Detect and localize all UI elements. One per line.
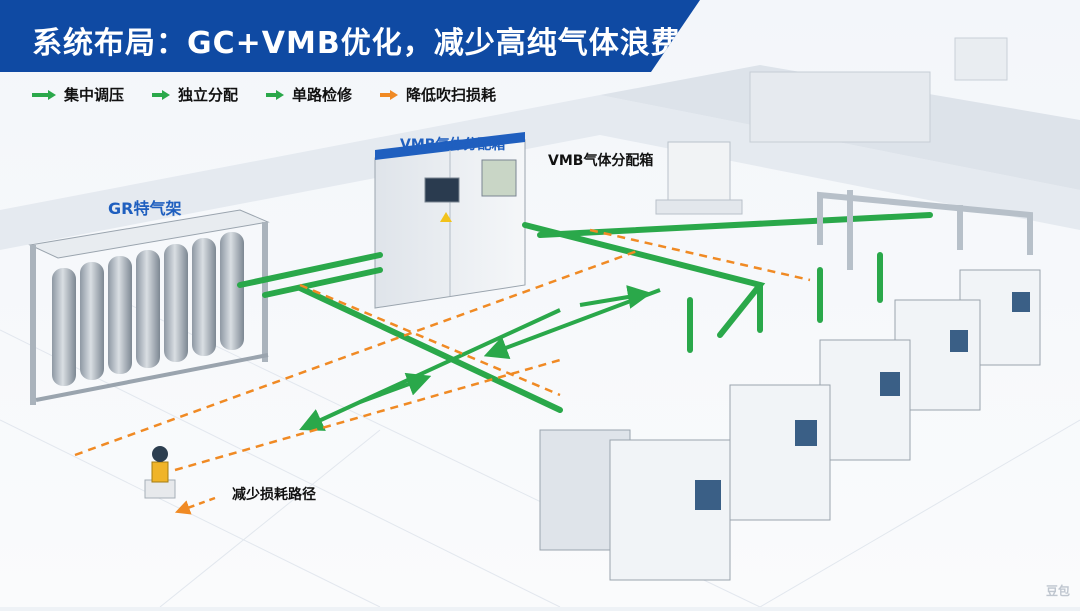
watermark-logo: 豆包 bbox=[1045, 584, 1070, 598]
rooftop-unit bbox=[954, 37, 1008, 81]
tool-machine bbox=[819, 339, 911, 461]
green-arrow-icon bbox=[266, 89, 285, 100]
legend-label: 集中调压 bbox=[64, 86, 125, 104]
page-title: 系统布局：GC+VMB优化，减少高纯气体浪费 bbox=[32, 26, 682, 61]
back-wall bbox=[0, 95, 1080, 250]
gas-cylinder bbox=[108, 256, 132, 374]
vmb-panel-label: VMB气体分配箱 bbox=[400, 137, 506, 153]
green-arrow-icon bbox=[152, 89, 171, 100]
vmb-screen bbox=[424, 177, 460, 203]
machine-screen bbox=[1012, 292, 1030, 312]
machine-screen bbox=[795, 420, 817, 446]
vmb-cabinet bbox=[374, 132, 526, 309]
orange-arrow-icon bbox=[380, 89, 399, 100]
gas-cylinder bbox=[52, 268, 76, 386]
legend-item: 单路检修 bbox=[258, 84, 352, 105]
legend: 集中调压 独立分配 单路检修 降低吹扫损耗 bbox=[30, 84, 496, 105]
gas-cylinder bbox=[80, 262, 104, 380]
tool-machines bbox=[539, 269, 1041, 581]
legend-item: 降低吹扫损耗 bbox=[372, 84, 496, 105]
vmb-indicator-panel bbox=[481, 159, 517, 197]
gas-cylinder bbox=[164, 244, 188, 362]
machine-screen bbox=[695, 480, 721, 510]
title-banner: 系统布局：GC+VMB优化，减少高纯气体浪费 bbox=[0, 0, 700, 72]
green-arrow-icon bbox=[32, 89, 56, 100]
warning-sign-icon bbox=[440, 212, 452, 222]
valve-handwheel-icon bbox=[152, 446, 168, 462]
gr-rack-label: GR特气架 bbox=[108, 199, 182, 218]
legend-item: 独立分配 bbox=[144, 84, 238, 105]
tool-machine bbox=[729, 384, 831, 521]
condenser-base bbox=[655, 199, 743, 215]
condenser-unit bbox=[667, 141, 731, 205]
tool-machine bbox=[539, 429, 731, 581]
gas-cylinder bbox=[136, 250, 160, 368]
legend-item: 集中调压 bbox=[30, 84, 124, 105]
legend-label: 独立分配 bbox=[178, 86, 239, 104]
legend-label: 降低吹扫损耗 bbox=[406, 86, 497, 104]
machine-screen bbox=[950, 330, 968, 352]
floor-valve bbox=[144, 446, 176, 499]
reduce-path-arrow bbox=[174, 496, 216, 515]
vmb-side-label: VMB气体分配箱 bbox=[548, 153, 654, 169]
gas-cylinders bbox=[52, 232, 244, 386]
green-pipes bbox=[237, 212, 933, 413]
orange-dashed-paths bbox=[74, 228, 811, 472]
legend-label: 单路检修 bbox=[292, 86, 353, 104]
green-flow-arrows bbox=[299, 285, 661, 431]
gray-pipes bbox=[817, 190, 1033, 270]
gas-cylinder-rack bbox=[28, 209, 270, 405]
reduce-path-label: 减少损耗路径 bbox=[232, 487, 316, 503]
rooftop-equipment bbox=[749, 71, 931, 143]
machine-screen bbox=[880, 372, 900, 396]
gas-cylinder bbox=[220, 232, 244, 350]
gas-cylinder bbox=[192, 238, 216, 356]
